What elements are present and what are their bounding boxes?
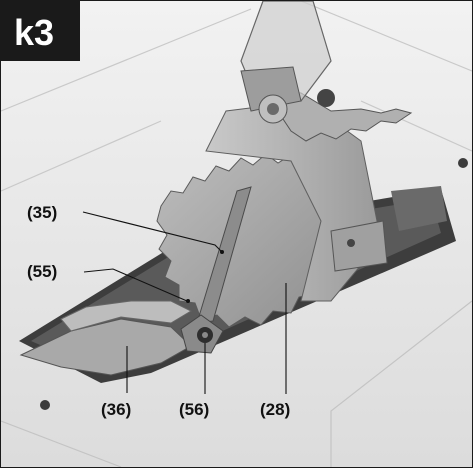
leader-dot-55 <box>186 299 190 303</box>
riving-knife-upper <box>60 300 193 332</box>
side-bracket <box>330 220 388 272</box>
guard-mount <box>240 66 302 112</box>
fastening-screw-head <box>202 332 208 338</box>
rear-mechanism <box>391 186 447 231</box>
table-screw-left <box>40 400 50 410</box>
bracket-screw <box>347 239 355 247</box>
guard-knob <box>317 89 335 107</box>
callout-28: (28) <box>260 400 290 419</box>
callout-35: (35) <box>27 203 57 222</box>
splitter-arm <box>196 186 252 324</box>
table-edge-lines <box>1 1 472 192</box>
table-screw-right <box>458 158 468 168</box>
leader-35 <box>82 211 222 252</box>
figure-badge-label: k3 <box>14 12 54 53</box>
callout-55: (55) <box>27 262 57 281</box>
callout-36: (36) <box>101 400 131 419</box>
callout-56: (56) <box>179 400 209 419</box>
leader-55 <box>83 268 188 302</box>
leader-dot-35 <box>220 250 224 254</box>
figure-badge <box>1 1 80 61</box>
table-edge-lines-lower <box>330 300 472 467</box>
table-front-edge <box>1 420 122 467</box>
guard-pivot-hole <box>267 103 279 115</box>
